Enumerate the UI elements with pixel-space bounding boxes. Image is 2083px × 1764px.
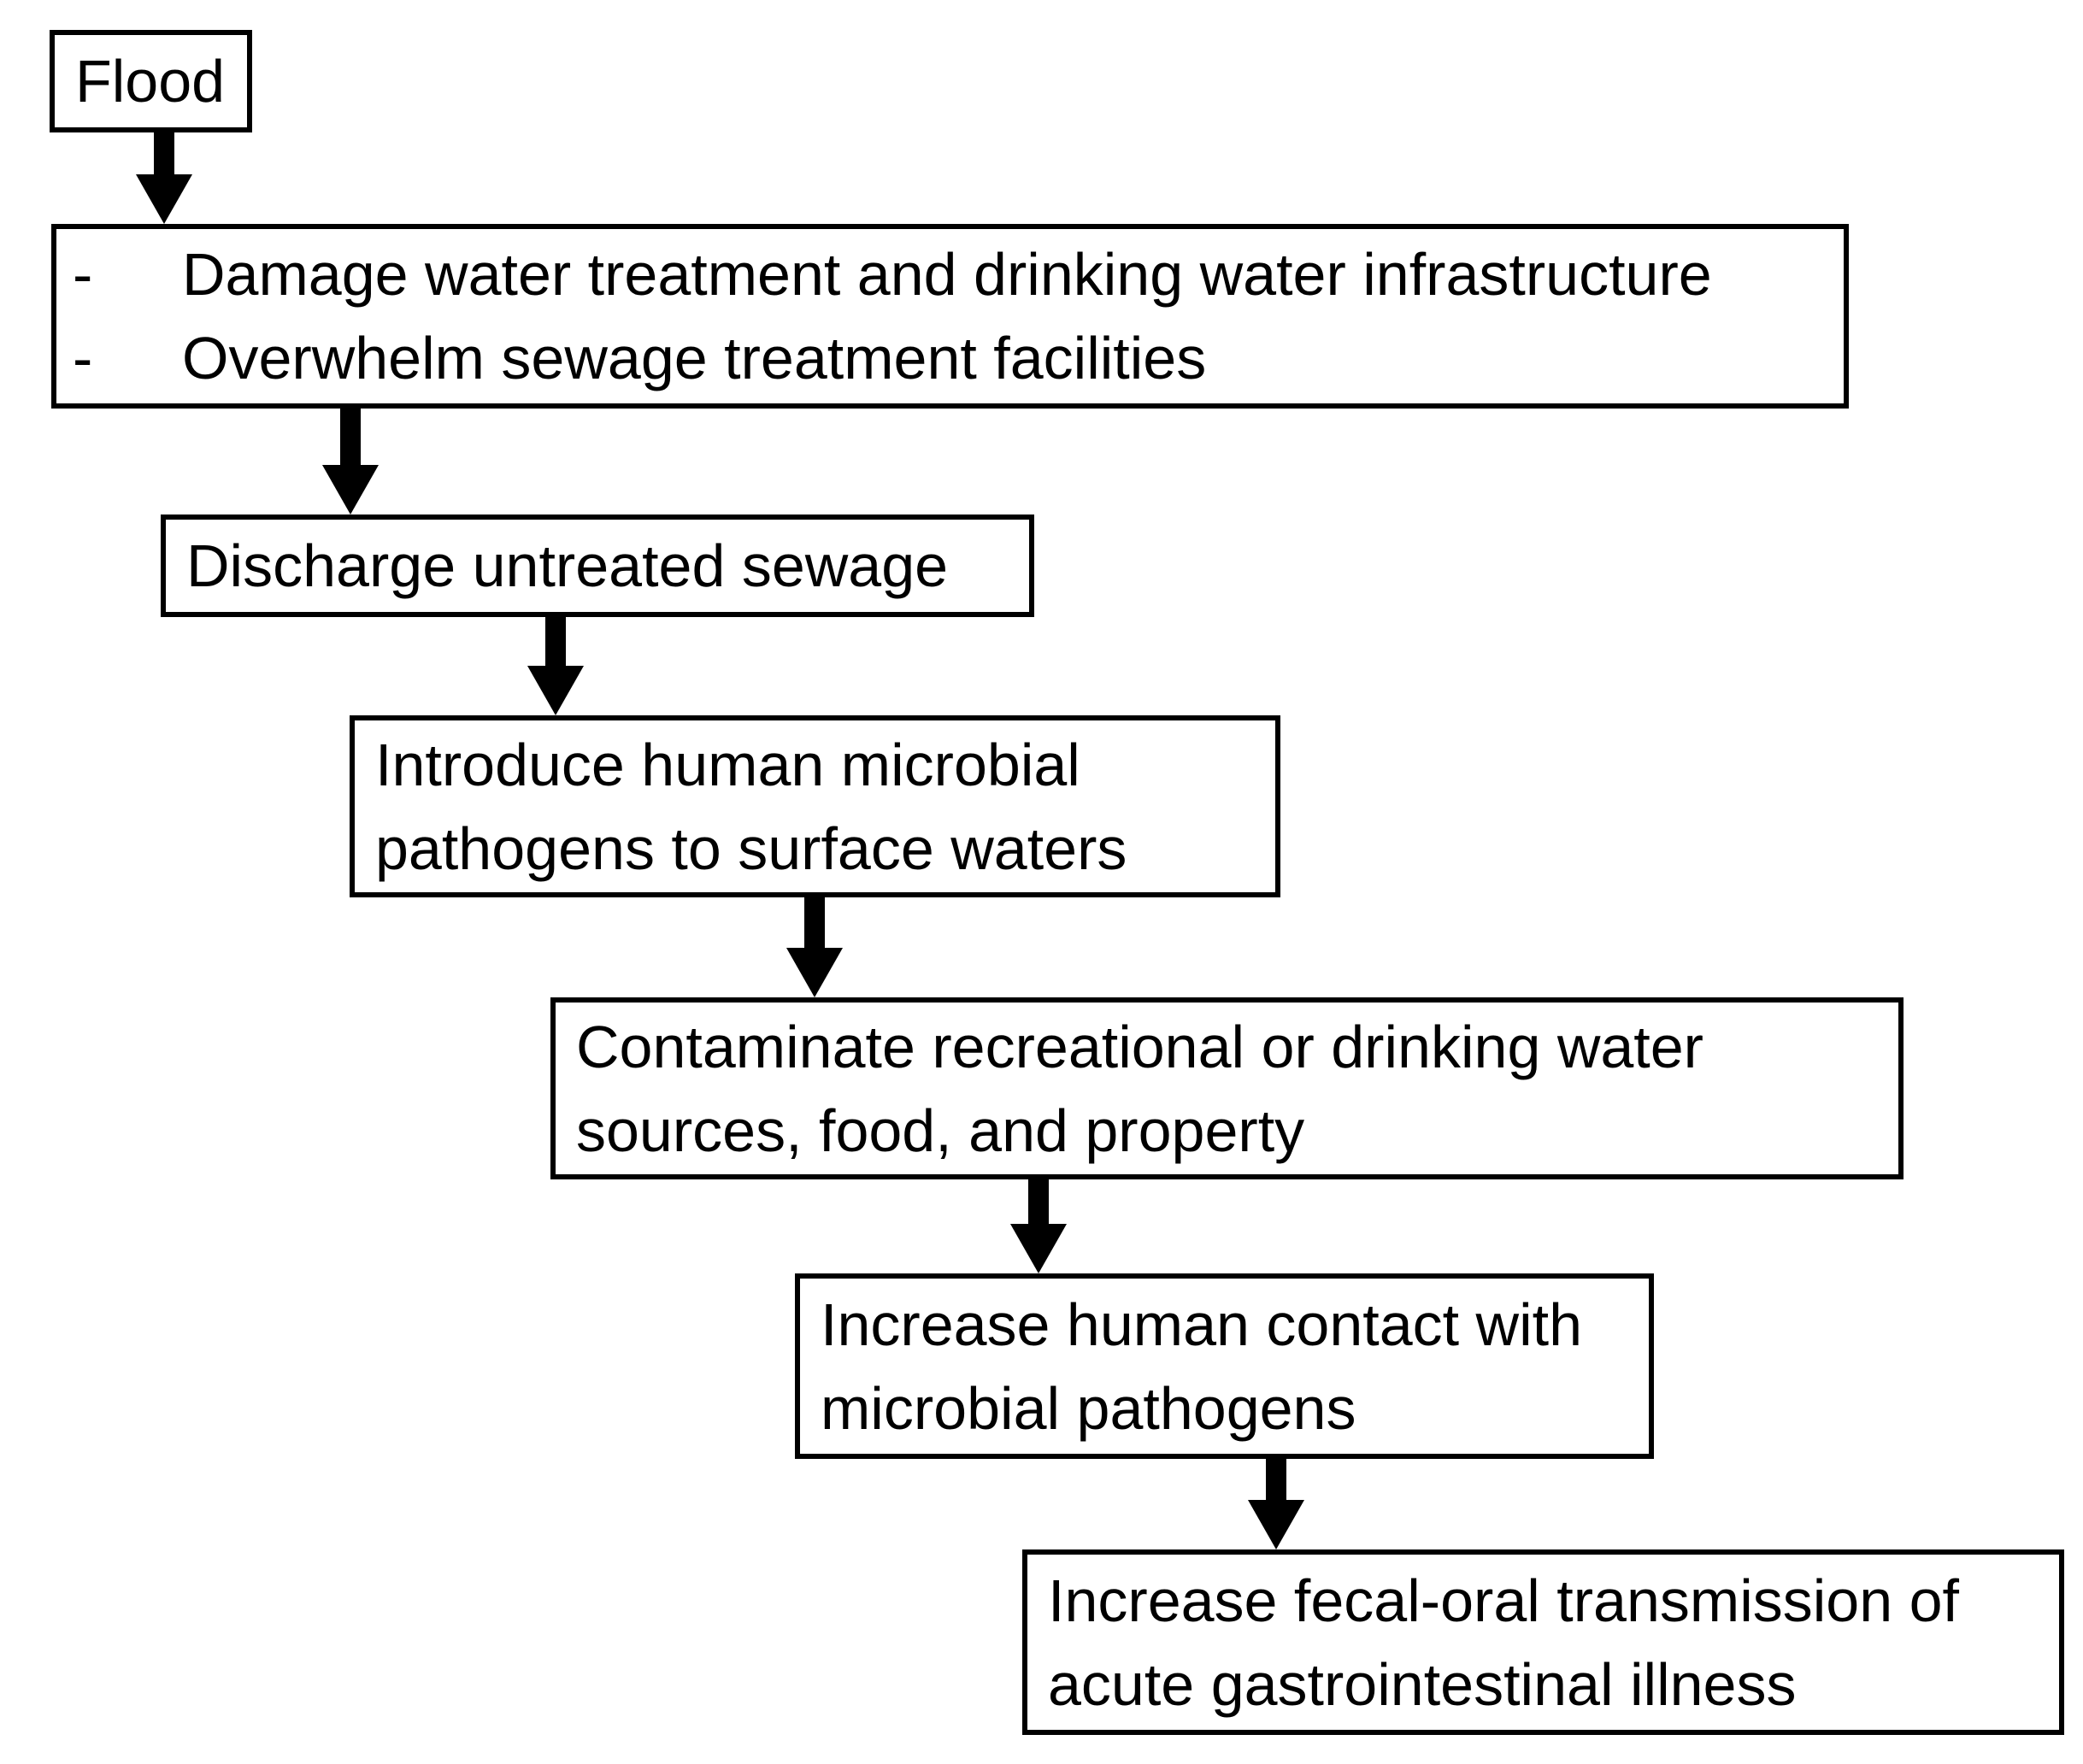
node-discharge-sewage: Discharge untreated sewage <box>161 514 1034 617</box>
node-introduce-pathogens: Introduce human microbial pathogens to s… <box>350 715 1280 897</box>
arrow-discharge-to-introduce <box>527 617 584 715</box>
bullet-item: - Damage water treatment and drinking wa… <box>56 232 1835 316</box>
arrow-shaft <box>1028 1179 1049 1224</box>
node-human-contact: Increase human contact with microbial pa… <box>795 1273 1654 1459</box>
arrow-head-icon <box>136 174 192 224</box>
node-contaminate-sources: Contaminate recreational or drinking wat… <box>550 997 1904 1179</box>
node-flood-label: Flood <box>75 48 226 115</box>
bullet-dash: - <box>73 241 93 308</box>
node-introduce-pathogens-label: Introduce human microbial pathogens to s… <box>375 731 1127 882</box>
arrow-contact-to-transmission <box>1248 1459 1304 1549</box>
node-contaminate-sources-label: Contaminate recreational or drinking wat… <box>576 1013 1703 1164</box>
arrow-shaft <box>804 897 825 948</box>
bullet-dash: - <box>73 325 93 391</box>
arrow-flood-to-impacts <box>136 132 192 224</box>
arrow-head-icon <box>1248 1500 1304 1549</box>
arrow-head-icon <box>322 465 379 514</box>
arrow-shaft <box>545 617 566 666</box>
arrow-shaft <box>154 132 174 174</box>
bullet-text-damage-infrastructure: Damage water treatment and drinking wate… <box>182 241 1712 308</box>
arrow-head-icon <box>786 948 843 997</box>
node-fecal-oral-transmission: Increase fecal-oral transmission of acut… <box>1022 1549 2064 1735</box>
arrow-shaft <box>1266 1459 1286 1500</box>
bullet-item: - Overwhelm sewage treatment facilities <box>56 316 1835 400</box>
node-fecal-oral-transmission-label: Increase fecal-oral transmission of acut… <box>1048 1567 1959 1718</box>
node-human-contact-label: Increase human contact with microbial pa… <box>821 1291 1583 1442</box>
node-discharge-sewage-label: Discharge untreated sewage <box>186 532 949 599</box>
node-flood-impacts: - Damage water treatment and drinking wa… <box>51 224 1849 409</box>
node-flood: Flood <box>50 30 252 132</box>
arrow-shaft <box>340 409 361 465</box>
arrow-head-icon <box>1010 1224 1067 1273</box>
arrow-contaminate-to-contact <box>1010 1179 1067 1273</box>
bullet-text-overwhelm-sewage: Overwhelm sewage treatment facilities <box>182 325 1207 391</box>
arrow-head-icon <box>527 666 584 715</box>
arrow-impacts-to-discharge <box>322 409 379 514</box>
arrow-introduce-to-contaminate <box>786 897 843 997</box>
